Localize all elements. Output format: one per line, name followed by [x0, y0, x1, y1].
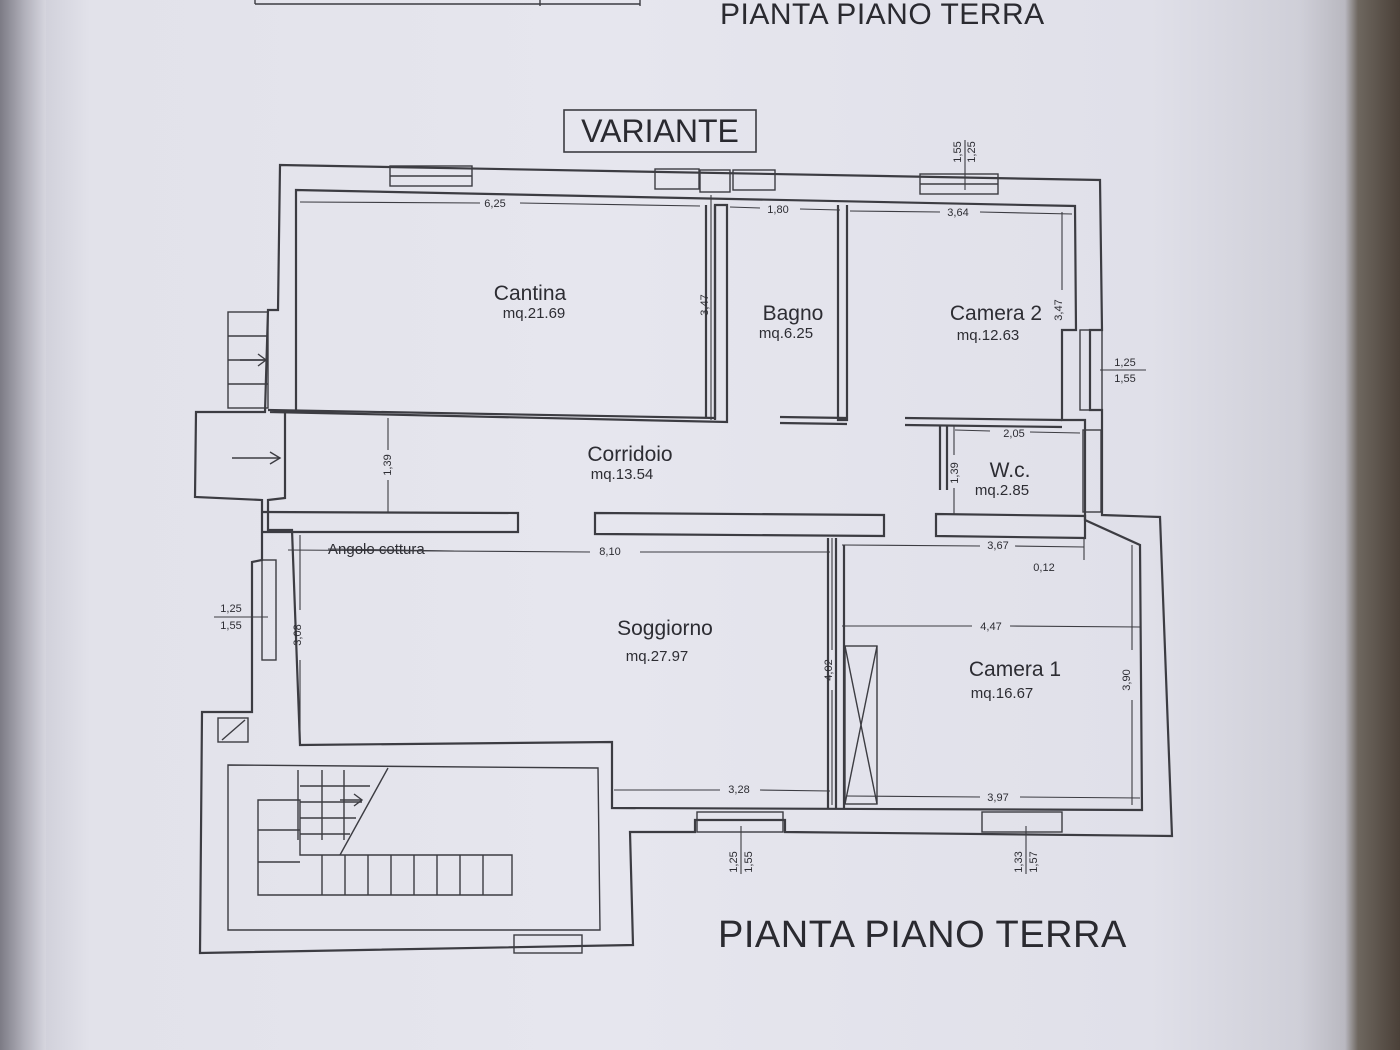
window-bottom-left-upper: 1,25 — [728, 851, 740, 872]
room-area-wc: mq.2.85 — [975, 482, 1029, 499]
room-area-camera-1: mq.16.67 — [971, 685, 1034, 702]
dim-camera1-top: 3,67 — [987, 540, 1008, 552]
dim-camera1-width: 4,47 — [980, 621, 1001, 633]
room-area-corridoio: mq.13.54 — [591, 466, 654, 483]
window-bottom-left-lower: 1,55 — [743, 851, 755, 872]
dim-wc-depth: 1,39 — [949, 462, 961, 483]
vertical-dimension-labels: 3,47 3,47 1,39 1,39 3,08 4,02 3,90 — [292, 294, 1133, 690]
dim-cantina-width: 6,25 — [484, 198, 505, 210]
entrance-steps — [227, 311, 282, 465]
dim-wc-width: 2,05 — [1003, 428, 1024, 440]
room-name-bagno: Bagno — [763, 302, 824, 325]
dim-camera1-bottom: 3,97 — [987, 792, 1008, 804]
dim-cantina-depth: 3,47 — [699, 294, 711, 315]
dim-corridoio-depth: 1,39 — [382, 454, 394, 475]
window-top-right-lower: 1,55 — [952, 141, 964, 162]
window-right-upper: 1,25 — [1114, 357, 1135, 369]
room-name-camera-1: Camera 1 — [969, 658, 1061, 681]
dim-bagno-width: 1,80 — [767, 204, 788, 216]
dim-partition-depth: 4,02 — [823, 659, 835, 680]
room-name-soggiorno: Soggiorno — [617, 617, 713, 640]
window-right-lower: 1,55 — [1114, 373, 1135, 385]
plan-title: PIANTA PIANO TERRA — [718, 914, 1127, 956]
dimension-lines — [214, 140, 1146, 874]
interior-walls — [261, 203, 1087, 808]
kitchen-corner-strike — [327, 548, 455, 552]
page-binding-shadow — [0, 0, 46, 1050]
dimension-labels: 6,25 1,80 3,64 2,05 8,10 3,67 0,12 4,47 … — [484, 198, 1054, 804]
room-name-corridoio: Corridoio — [587, 443, 672, 466]
room-name-cantina: Cantina — [494, 282, 567, 305]
dim-soggiorno-width: 8,10 — [599, 546, 620, 558]
variant-label: VARIANTE — [581, 113, 739, 149]
room-area-cantina: mq.21.69 — [503, 305, 566, 322]
room-labels: Cantina mq.21.69 Bagno mq.6.25 Camera 2 … — [327, 282, 1061, 702]
window-left-upper: 1,25 — [220, 603, 241, 615]
previous-plan-title: PIANTA PIANO TERRA — [720, 0, 1045, 31]
window-height-labels: 1,55 1,25 1,25 1,55 1,25 1,55 1,25 1,55 … — [220, 141, 1135, 872]
wardrobe-closet — [844, 645, 878, 805]
room-name-camera-2: Camera 2 — [950, 302, 1042, 325]
window-left-lower: 1,55 — [220, 620, 241, 632]
windows — [261, 165, 1103, 954]
dim-camera2-depth: 3,47 — [1053, 299, 1065, 320]
dim-soggiorno-lower-width: 3,28 — [728, 784, 749, 796]
room-area-camera-2: mq.12.63 — [957, 327, 1020, 344]
dim-camera2-width: 3,64 — [947, 207, 968, 219]
dim-soggiorno-depth: 3,08 — [292, 624, 304, 645]
previous-drawing-remnant: PIANTA PIANO TERRA — [254, 0, 1045, 31]
dim-camera1-depth: 3,90 — [1121, 669, 1133, 690]
room-name-wc: W.c. — [990, 459, 1031, 482]
staircase — [217, 717, 601, 931]
window-bottom-right-upper: 1,33 — [1013, 851, 1025, 872]
dim-camera1-offset: 0,12 — [1033, 562, 1054, 574]
variant-stamp: VARIANTE — [563, 109, 757, 153]
room-area-bagno: mq.6.25 — [759, 325, 813, 342]
window-top-right-upper: 1,25 — [966, 141, 978, 162]
room-area-soggiorno: mq.27.97 — [626, 648, 689, 665]
window-bottom-right-lower: 1,57 — [1028, 851, 1040, 872]
